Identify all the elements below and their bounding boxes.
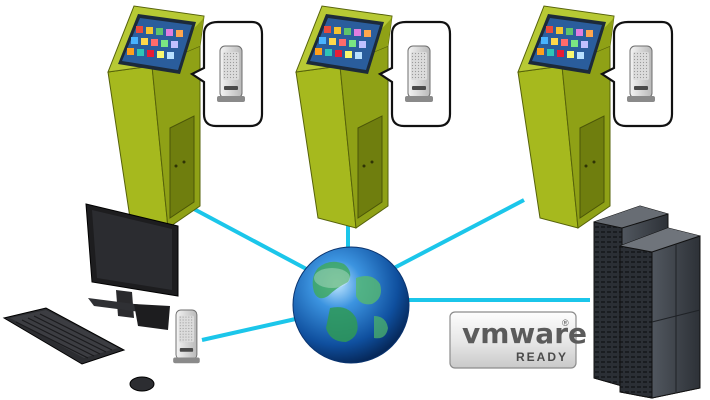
- mouse-icon: [129, 376, 155, 392]
- network-globe: [292, 246, 410, 364]
- vmware-ready-badge: vmware ® READY: [449, 311, 587, 369]
- kiosk-3: [517, 5, 615, 229]
- badge-brand: vmware: [462, 317, 587, 350]
- kiosk-3-thin-client-callout: [600, 20, 674, 128]
- badge-sub: READY: [516, 350, 568, 364]
- server-rack: [593, 205, 701, 399]
- workstation: [2, 203, 201, 392]
- monitor-icon: [85, 203, 179, 330]
- kiosk-1-thin-client-callout: [190, 20, 264, 128]
- network-links: [191, 198, 590, 342]
- thin-client-icon: [172, 309, 201, 364]
- thin-client-icon: [404, 45, 434, 103]
- link-workstation: [201, 316, 301, 342]
- thin-client-icon: [626, 45, 656, 103]
- badge-registered: ®: [562, 318, 569, 328]
- kiosk-1: [107, 5, 205, 229]
- kiosk-2: [295, 5, 393, 229]
- link-kiosk-1: [191, 206, 313, 274]
- link-kiosk-3: [393, 198, 525, 270]
- thin-client-icon: [216, 45, 246, 103]
- keyboard-icon: [2, 307, 126, 365]
- kiosk-2-thin-client-callout: [378, 20, 452, 128]
